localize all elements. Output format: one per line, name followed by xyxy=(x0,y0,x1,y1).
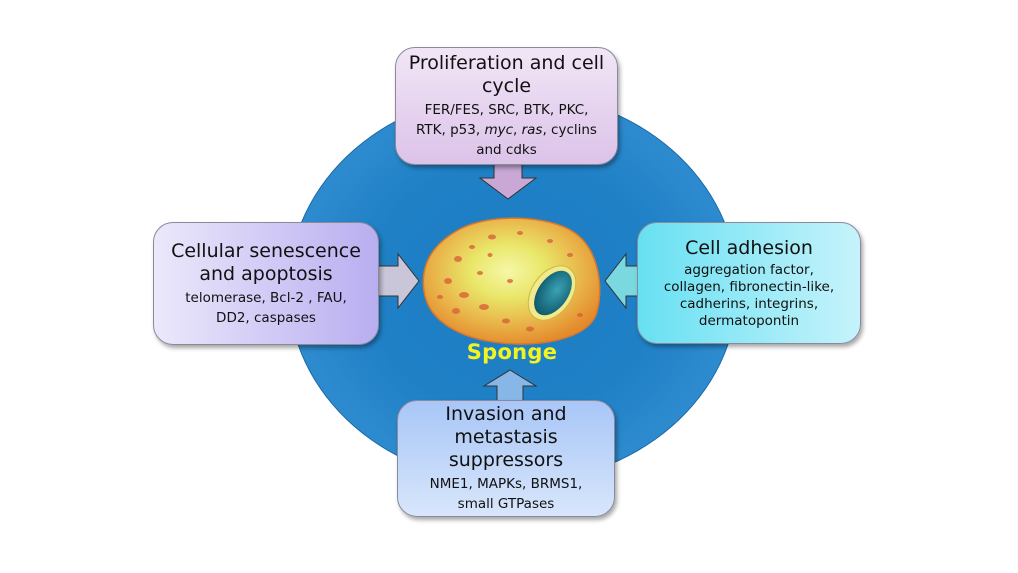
invasion-metastasis-box: Invasion and metastasis suppressors NME1… xyxy=(397,400,615,517)
proliferation-items: FER/FES, SRC, BTK, PKC, RTK, p53, myc, r… xyxy=(396,100,617,160)
proliferation-items-line: RTK, p53, myc, ras, cyclins xyxy=(396,120,617,140)
senescence-items-line: DD2, caspases xyxy=(216,309,316,326)
gene-ras: ras xyxy=(521,122,543,138)
cell-adhesion-items-line: aggregation factor, xyxy=(684,261,814,278)
cell-adhesion-title: Cell adhesion xyxy=(685,236,813,259)
cell-adhesion-items: aggregation factor, collagen, fibronecti… xyxy=(638,262,860,330)
cell-adhesion-items-line: dermatopontin xyxy=(698,312,800,329)
senescence-items: telomerase, Bcl-2 , FAU, DD2, caspases xyxy=(154,288,378,328)
senescence-apoptosis-box: Cellular senescence and apoptosis telome… xyxy=(153,222,379,345)
arrow-left-right-to-center xyxy=(604,252,640,310)
invasion-items-line: NME1, MAPKs, BRMS1, xyxy=(429,476,583,492)
arrow-right-left-to-center xyxy=(377,252,420,310)
proliferation-items-line: and cdks xyxy=(476,142,537,158)
senescence-title-line: and apoptosis xyxy=(199,262,333,285)
senescence-title-line: Cellular senescence xyxy=(171,239,361,262)
gene-myc: myc xyxy=(484,122,513,138)
arrow-up-bottom-to-center xyxy=(482,369,538,403)
senescence-items-line: telomerase, Bcl-2 , FAU, xyxy=(185,289,347,306)
sponge-label: Sponge xyxy=(466,340,558,364)
proliferation-items-line: FER/FES, SRC, BTK, PKC, xyxy=(424,102,589,118)
items-text: RTK, p53, xyxy=(416,122,485,138)
invasion-items-line: small GTPases xyxy=(457,496,555,512)
proliferation-box: Proliferation and cell cycle FER/FES, SR… xyxy=(395,47,618,165)
arrow-down-top-to-center xyxy=(478,163,538,200)
items-text: , cyclins xyxy=(542,122,597,138)
invasion-items: NME1, MAPKs, BRMS1, small GTPases xyxy=(398,474,614,514)
cell-adhesion-items-line: cadherins, integrins, xyxy=(679,295,819,312)
sponge-cell-icon xyxy=(422,217,601,345)
cell-adhesion-box: Cell adhesion aggregation factor, collag… xyxy=(637,222,861,344)
proliferation-title: Proliferation and cell cycle xyxy=(408,52,605,97)
invasion-title-line: metastasis xyxy=(454,426,558,448)
invasion-title-line: Invasion and xyxy=(445,403,567,425)
invasion-title-line: suppressors xyxy=(448,449,564,471)
cell-adhesion-items-line: collagen, fibronectin-like, xyxy=(663,278,835,295)
items-text: , xyxy=(513,122,522,138)
